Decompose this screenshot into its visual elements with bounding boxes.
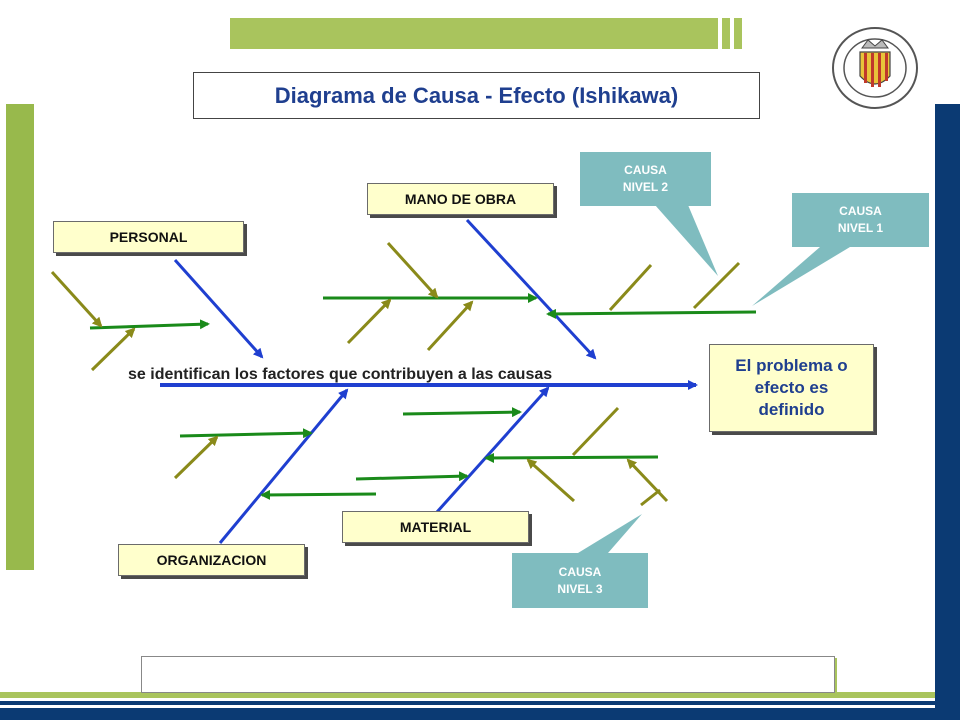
cause-arrow (179, 428, 313, 439)
effect-label: El problema o efecto es definido (735, 356, 848, 419)
subcause-arrow (526, 458, 575, 503)
bone-organizacion (218, 388, 349, 544)
cause-arrow (89, 319, 210, 330)
cause-arrow (546, 308, 757, 319)
category-organizacion: ORGANIZACION (118, 544, 305, 576)
callout-line: CAUSA (839, 204, 882, 218)
callout-line: NIVEL 1 (837, 221, 884, 235)
page-title: Diagrama de Causa - Efecto (Ishikawa) (274, 82, 679, 108)
footer-text-box (141, 656, 835, 693)
subcause-arrow (90, 327, 136, 372)
callout-line: NIVEL 2 (622, 180, 669, 194)
cause-arrow (260, 489, 377, 500)
cause-arrow (402, 407, 522, 418)
right-navy-bar (935, 104, 960, 720)
subcause-arrow (386, 241, 439, 299)
subcause-arrow (571, 406, 620, 457)
left-accent-bar (0, 104, 34, 570)
effect-box: El problema o efecto es definido (709, 344, 874, 432)
category-label: MANO DE OBRA (404, 191, 517, 207)
cause-arrow (355, 471, 469, 482)
subcause-arrow (626, 458, 669, 503)
top-accent-bar (230, 18, 718, 49)
callout-causa-nivel-2: CAUSA NIVEL 2 (580, 152, 711, 206)
callout-line: CAUSA (558, 564, 602, 579)
bone-material (435, 386, 550, 514)
subcause-arrow (640, 488, 661, 507)
subcause-arrow (692, 261, 741, 310)
subcause-arrow (50, 270, 103, 328)
title-box: Diagrama de Causa - Efecto (Ishikawa) (193, 72, 760, 119)
callout-causa-nivel-3: CAUSA NIVEL 3 (512, 553, 648, 608)
spine-label: se identifican los factores que contribu… (128, 366, 553, 383)
subcause-arrow (608, 263, 653, 312)
callout-nivel2-tail (655, 205, 718, 276)
category-mano-de-obra: MANO DE OBRA (367, 183, 554, 215)
category-material: MATERIAL (342, 511, 529, 543)
bottom-stripes (0, 692, 935, 720)
top-accent-stripe (734, 18, 742, 49)
callout-causa-nivel-1: CAUSA NIVEL 1 (792, 193, 929, 247)
category-label: MATERIAL (399, 519, 472, 535)
callout-line: NIVEL 3 (557, 581, 603, 596)
subcause-arrow (426, 300, 474, 352)
top-accent-stripe (722, 18, 730, 49)
subcause-arrow (173, 435, 219, 480)
subcause-arrow (346, 298, 392, 345)
callout-nivel1-tail (752, 247, 850, 306)
university-logo (832, 27, 918, 109)
bone-mano-de-obra (465, 218, 597, 360)
bone-personal (173, 258, 264, 359)
callout-line: CAUSA (624, 163, 667, 177)
cause-arrow (484, 452, 659, 463)
category-label: ORGANIZACION (156, 552, 267, 568)
callout-nivel3-tail (578, 514, 642, 553)
category-label: PERSONAL (109, 229, 188, 245)
category-personal: PERSONAL (53, 221, 244, 253)
